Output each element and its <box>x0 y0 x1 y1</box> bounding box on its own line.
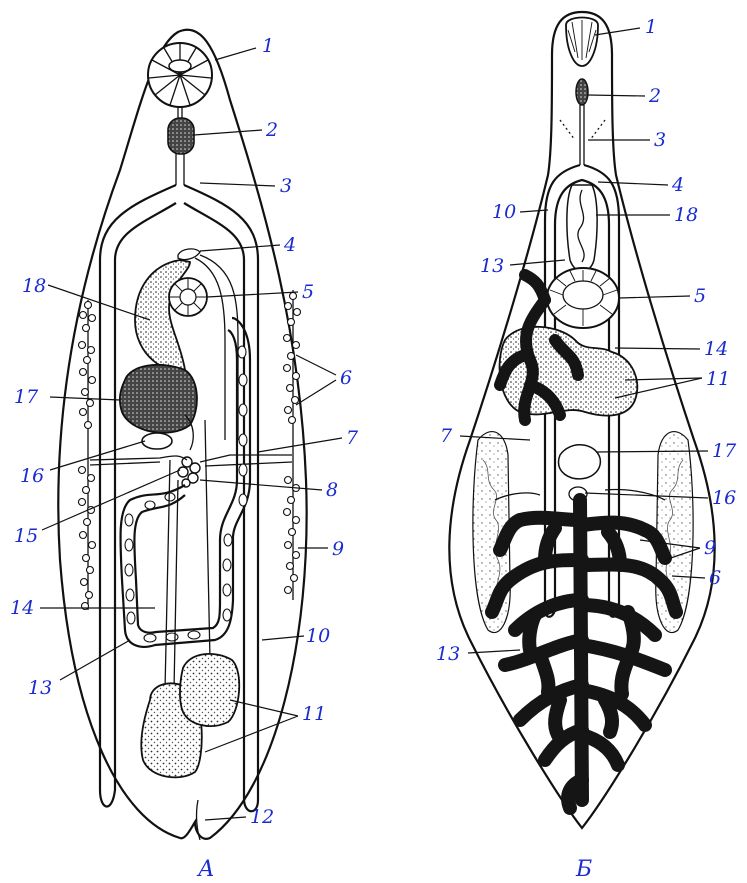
b-pharynx <box>576 79 588 105</box>
a-oral-sucker <box>148 43 212 107</box>
b-label-4: 4 <box>671 174 684 196</box>
a-label-1: 1 <box>262 35 274 57</box>
a-ootype <box>178 457 200 487</box>
figure-b-drawing <box>449 12 714 828</box>
b-ovary <box>559 445 601 479</box>
a-label-3: 3 <box>280 175 292 197</box>
a-label-18: 18 <box>22 275 46 297</box>
b-label-1: 1 <box>645 16 657 38</box>
a-ventral-sucker <box>169 278 207 316</box>
b-label-13-upper: 13 <box>480 255 504 277</box>
a-vitellaria-left <box>79 302 96 610</box>
a-label-7: 7 <box>346 427 359 449</box>
a-label-17: 17 <box>14 386 39 408</box>
a-label-16: 16 <box>20 465 44 487</box>
a-pharynx <box>168 118 194 154</box>
a-label-4: 4 <box>283 234 296 256</box>
a-seminal-receptacle <box>142 433 172 449</box>
b-label-16: 16 <box>712 487 736 509</box>
b-label-18: 18 <box>674 204 698 226</box>
b-label-5: 5 <box>694 285 706 307</box>
b-label-9: 9 <box>704 537 716 559</box>
a-label-9: 9 <box>332 538 344 560</box>
a-label-15: 15 <box>14 525 38 547</box>
a-testis-posterior <box>180 654 239 726</box>
b-label-14: 14 <box>704 338 728 360</box>
a-label-5: 5 <box>302 281 314 303</box>
b-oral-sucker <box>566 18 598 67</box>
b-label-3: 3 <box>654 129 666 151</box>
b-label-10: 10 <box>492 201 516 223</box>
b-ventral-sucker <box>547 268 619 328</box>
a-label-11: 11 <box>302 703 326 725</box>
a-label-8: 8 <box>326 479 338 501</box>
a-label-14: 14 <box>10 597 34 619</box>
b-label-6: 6 <box>709 567 721 589</box>
b-label-11: 11 <box>706 368 730 390</box>
b-label-17: 17 <box>712 440 737 462</box>
b-label-13-lower: 13 <box>436 643 460 665</box>
a-label-13: 13 <box>28 677 52 699</box>
a-caption: А <box>196 857 215 882</box>
b-caption: Б <box>575 857 592 882</box>
b-label-7: 7 <box>440 425 453 447</box>
a-label-12: 12 <box>250 806 274 828</box>
figure-a-drawing <box>58 30 306 840</box>
b-label-2: 2 <box>648 85 661 107</box>
a-ovary <box>120 365 197 433</box>
a-label-2: 2 <box>265 119 278 141</box>
a-label-10: 10 <box>306 625 330 647</box>
a-label-6: 6 <box>340 367 352 389</box>
b-branched-intestine <box>492 500 676 808</box>
b-cirrus-sac <box>567 185 597 271</box>
